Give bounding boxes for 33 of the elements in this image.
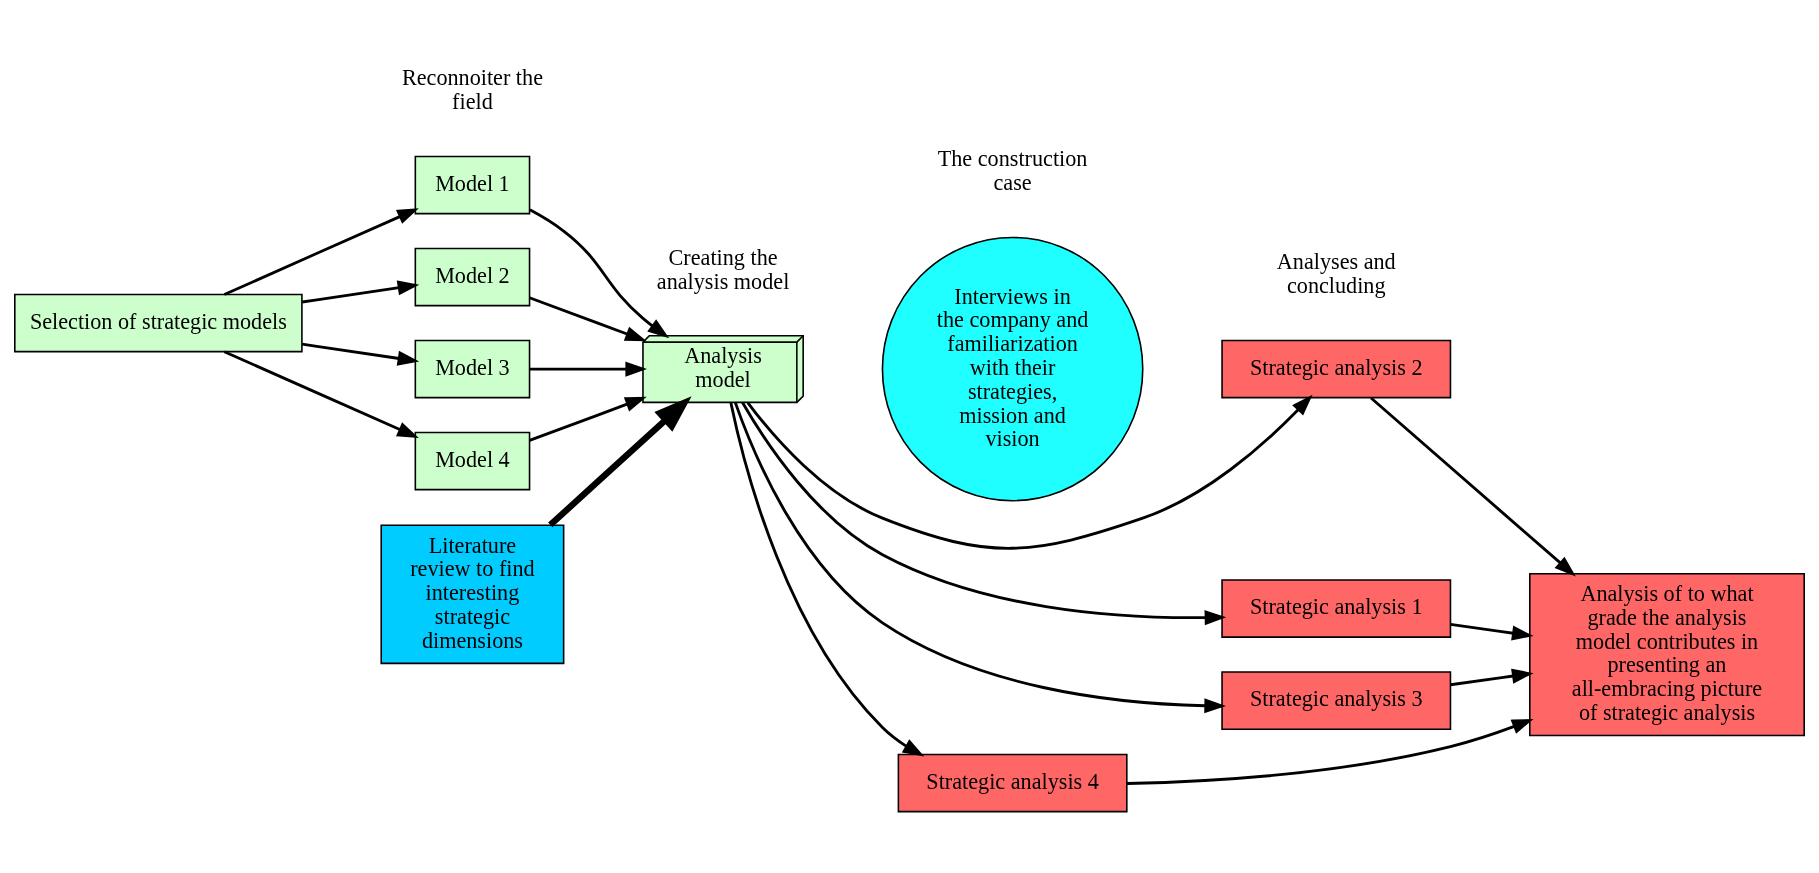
label: Analyses and concluding bbox=[1276, 249, 1396, 299]
node-box: Literature review to find interesting strategic dimensions bbox=[380, 524, 565, 665]
arrow bbox=[1370, 396, 1576, 577]
arrow bbox=[741, 401, 1227, 626]
arrow bbox=[223, 350, 419, 438]
arrow bbox=[1450, 623, 1534, 641]
label: Creating the analysis model bbox=[656, 244, 790, 294]
arrow bbox=[223, 208, 419, 296]
node-box: Strategic analysis 1 bbox=[1221, 579, 1452, 638]
node-box: Model 4 bbox=[414, 431, 531, 491]
node-box: Strategic analysis 2 bbox=[1221, 339, 1452, 399]
label: The construction case bbox=[937, 146, 1088, 196]
arrow bbox=[734, 402, 1226, 714]
node-circle: Interviews in the company and familiarization with their strategies, mission and vision bbox=[881, 236, 1144, 502]
arrow bbox=[529, 396, 647, 442]
arrow bbox=[1450, 668, 1534, 687]
label: Reconnoiter the field bbox=[401, 65, 543, 115]
arrow bbox=[729, 402, 925, 757]
arrow bbox=[302, 342, 420, 366]
arrow bbox=[1126, 718, 1534, 785]
node-box: Model 2 bbox=[414, 247, 531, 307]
node-box: Strategic analysis 3 bbox=[1221, 671, 1452, 730]
arrow bbox=[529, 361, 647, 377]
node-box: Model 3 bbox=[414, 339, 531, 399]
node-box: Strategic analysis 4 bbox=[897, 753, 1128, 813]
arrow bbox=[529, 296, 647, 342]
arrow bbox=[302, 280, 420, 304]
arrow bbox=[529, 208, 670, 339]
node-box: Model 1 bbox=[414, 155, 531, 215]
arrow bbox=[548, 396, 692, 528]
arrow bbox=[746, 394, 1313, 550]
node-box: Selection of strategic models bbox=[14, 293, 303, 353]
node-box: Analysis of to what grade the analysis model contributes in presenting an all-embracing picture of strategic analysis bbox=[1528, 572, 1805, 737]
